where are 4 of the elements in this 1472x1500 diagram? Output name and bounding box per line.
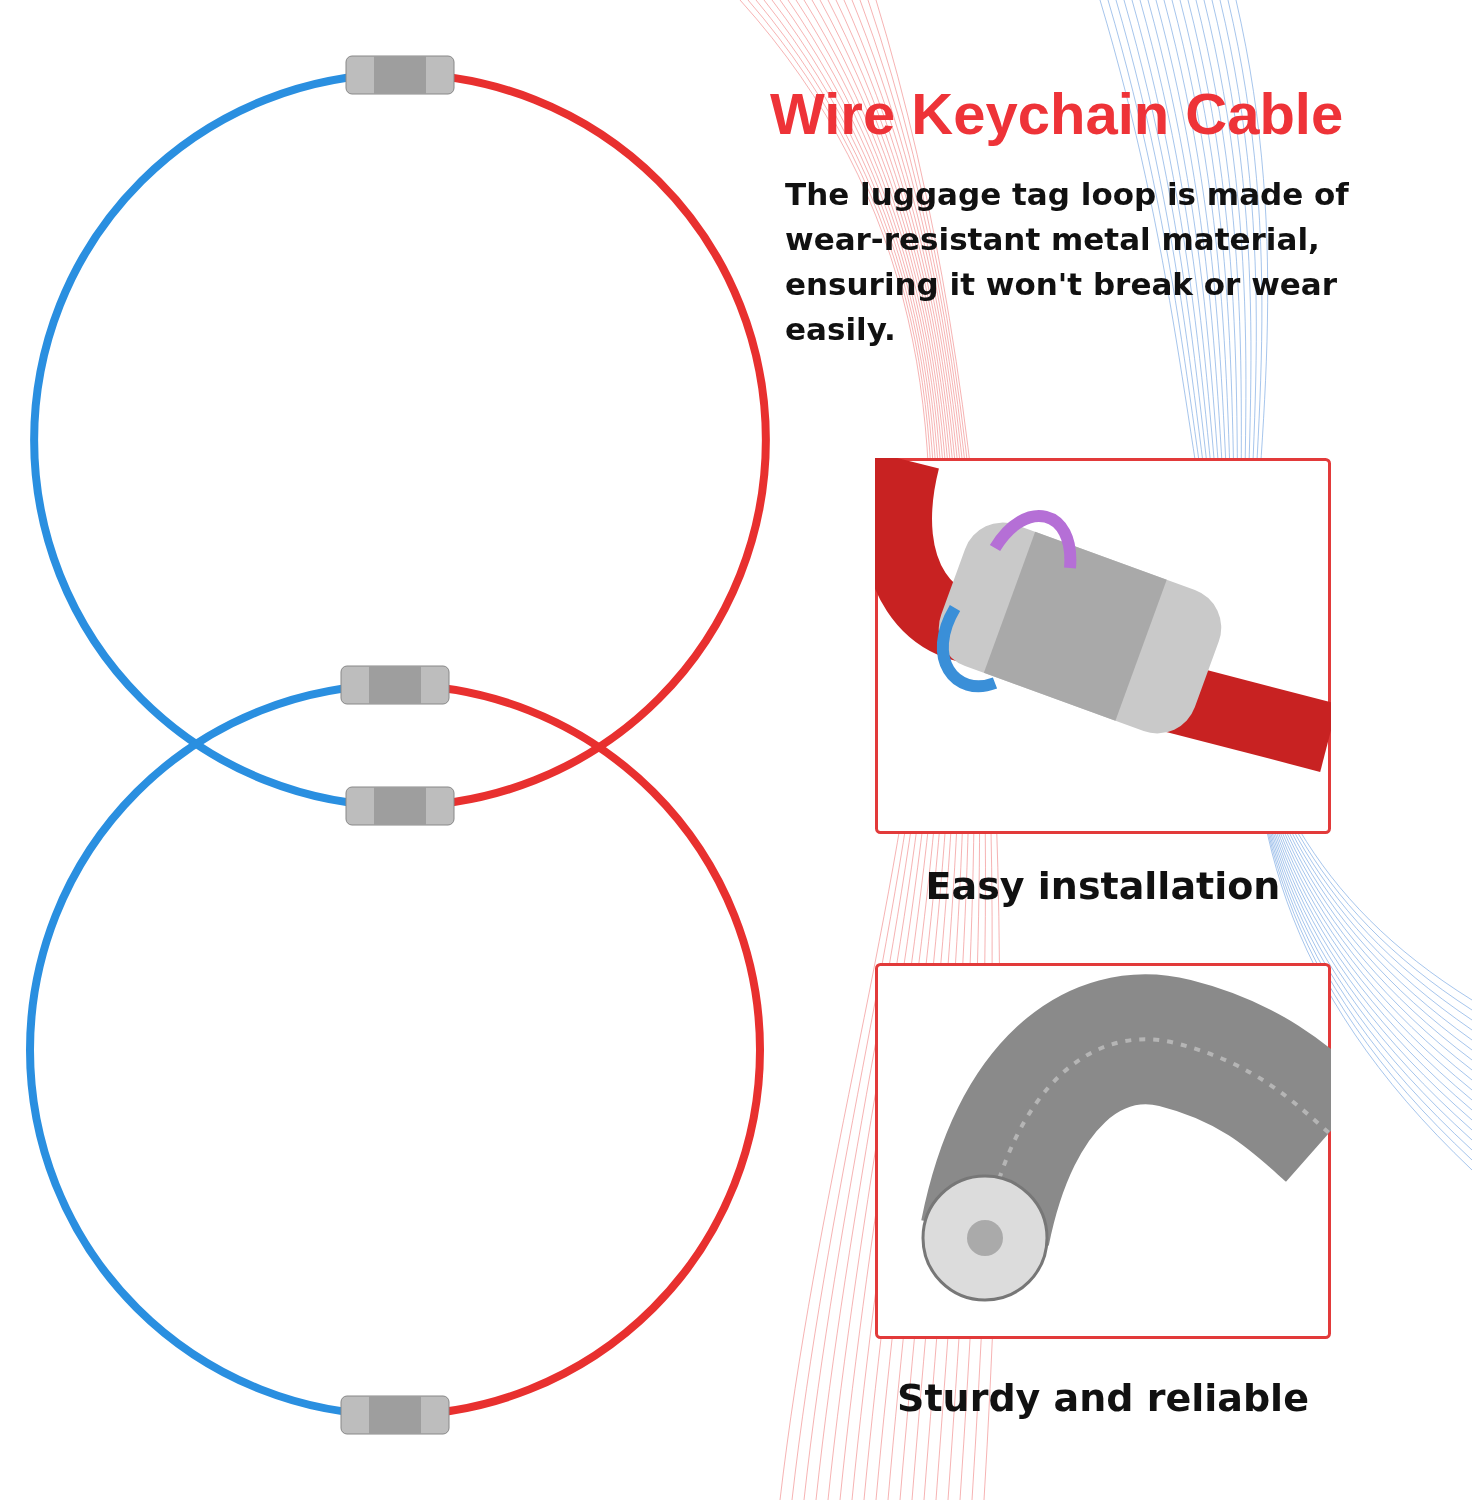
description-text: The luggage tag loop is made of wear-resistant metal material, ensuring it won't break or wear easily. — [785, 175, 1350, 349]
title: Wire Keychain Cable — [770, 80, 1345, 147]
caption: Sturdy and reliable — [896, 1376, 1310, 1420]
caption: Easy installation — [924, 864, 1282, 908]
